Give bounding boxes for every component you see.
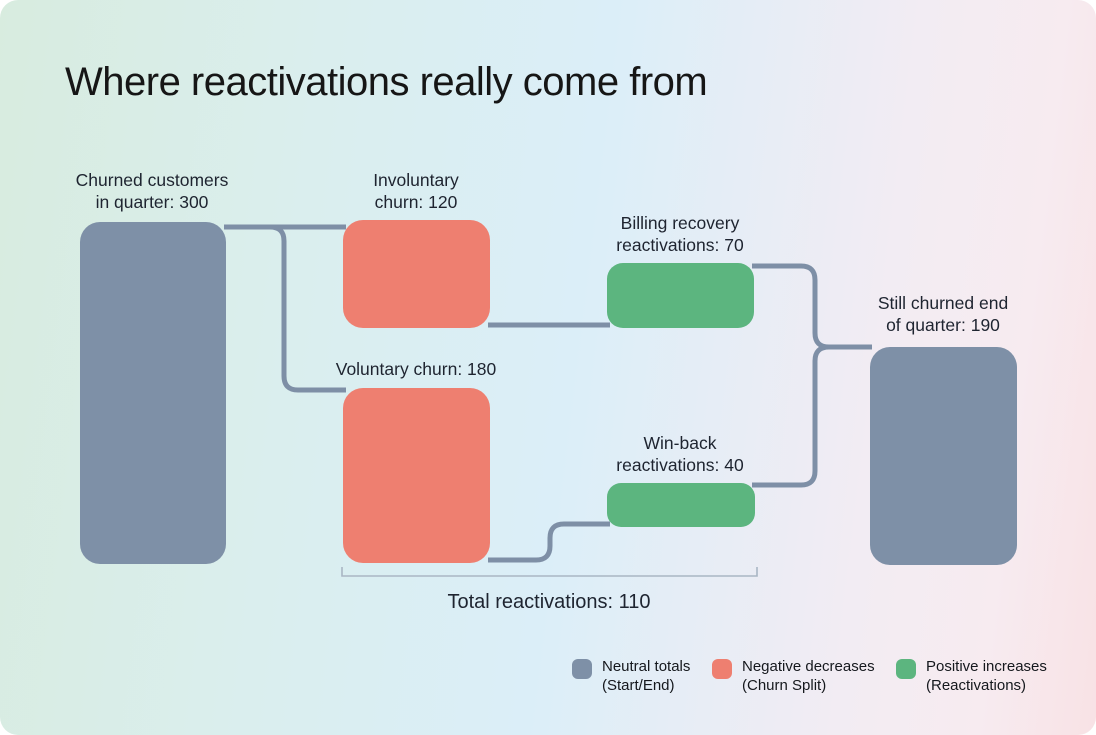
node-voluntary-label: Voluntary churn: 180 — [335, 359, 497, 379]
node-still-churned-label: Still churned end of quarter: 190 — [877, 293, 1009, 335]
total-reactivations-label: Total reactivations: 110 — [447, 591, 651, 613]
node-still-churned-box — [870, 347, 1017, 565]
total-bracket — [341, 567, 758, 577]
page-title: Where reactivations really come from — [65, 60, 708, 104]
node-win-back-box — [607, 483, 755, 527]
neutral-swatch-icon — [572, 659, 592, 679]
legend-item-negative: Negative decreases (Churn Split) — [712, 657, 875, 695]
connector-start-to-voluntary — [224, 224, 346, 393]
connector-voluntary-to-winback — [488, 521, 610, 563]
node-churned-start-label: Churned customers in quarter: 300 — [75, 170, 229, 212]
node-billing-recovery-box — [607, 263, 754, 328]
legend-item-neutral: Neutral totals (Start/End) — [572, 657, 690, 695]
node-voluntary-box — [343, 388, 490, 563]
node-involuntary-box — [343, 220, 490, 328]
connector-winback-to-still — [752, 344, 872, 488]
node-involuntary-label: Involuntary churn: 120 — [373, 170, 459, 212]
legend-item-positive: Positive increases (Reactivations) — [896, 657, 1047, 695]
node-billing-recovery-label: Billing recovery reactivations: 70 — [616, 213, 744, 255]
node-churned-start-box — [80, 222, 226, 564]
positive-swatch-icon — [896, 659, 916, 679]
negative-swatch-icon — [712, 659, 732, 679]
node-win-back-label: Win-back reactivations: 40 — [616, 433, 744, 475]
